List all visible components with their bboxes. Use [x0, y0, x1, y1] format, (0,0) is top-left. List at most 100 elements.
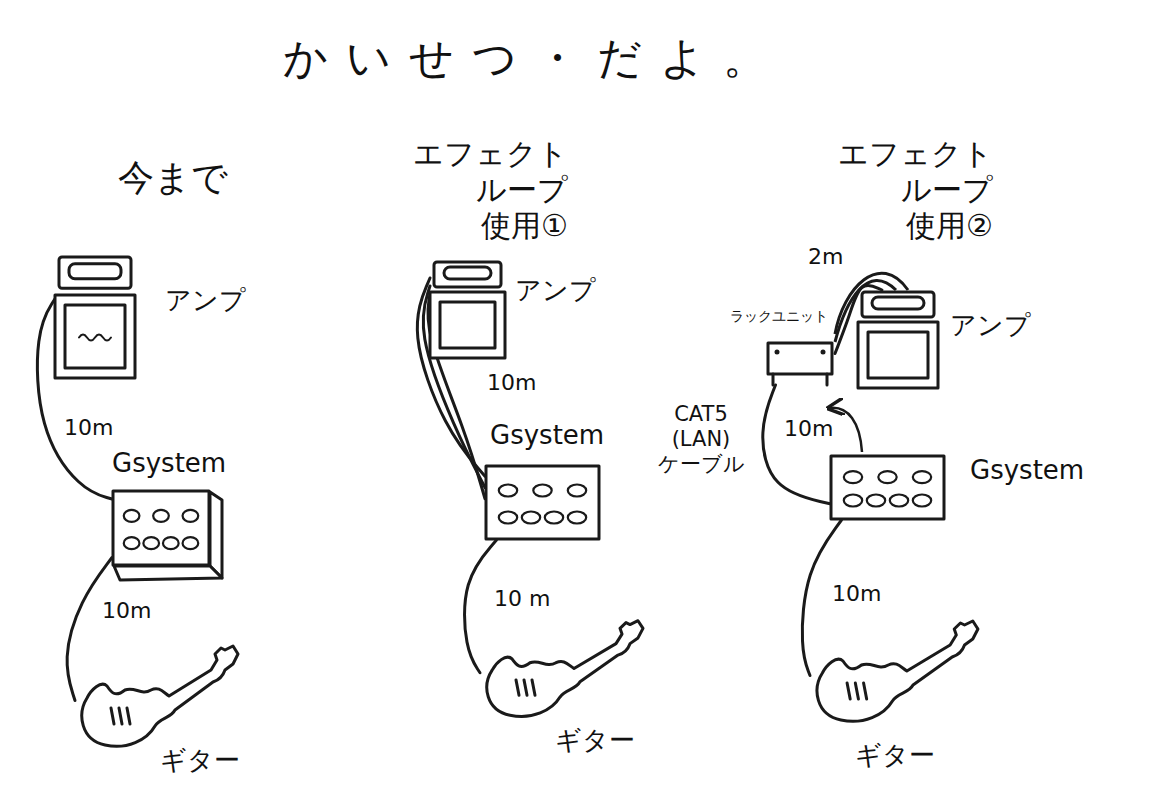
guitar-pickup: [127, 708, 130, 724]
guitar-pickup: [119, 708, 122, 724]
node-label: アンプ: [515, 275, 596, 306]
amp-drawing: アンプ: [430, 260, 505, 360]
footswitch: [568, 485, 586, 497]
column-heading: 今まで: [118, 156, 228, 199]
amp-grille: [868, 332, 928, 378]
amp-cabinet: [55, 295, 135, 378]
guitar-pickup: [111, 708, 114, 724]
rack-screw: [821, 350, 826, 355]
guitar-body: [82, 646, 238, 746]
amp-drawing: アンプ: [55, 255, 135, 380]
node-label: アンプ: [165, 285, 246, 316]
node-label: Gsystem: [970, 455, 1084, 486]
node-label: ギター: [555, 725, 635, 756]
footswitch: [124, 537, 140, 549]
column-heading: エフェクト ループ 使用①: [400, 136, 568, 244]
shape-outline: [485, 465, 600, 540]
guitar-drawing: ギター: [480, 615, 645, 720]
rack-leg: [772, 374, 775, 385]
shape-outline: [112, 490, 222, 580]
footswitch: [545, 512, 563, 524]
amp-panel: [444, 267, 491, 279]
footswitch: [913, 495, 931, 507]
rack-unit: ラックユニット: [765, 340, 835, 385]
cable: [763, 385, 830, 504]
guitar-drawing: ギター: [810, 615, 980, 725]
footswitch: [124, 510, 140, 522]
guitar-body: [817, 621, 978, 721]
guitar-outline: [487, 621, 643, 717]
shape-outline: [858, 290, 938, 390]
footswitch: [153, 510, 169, 522]
shape-outline: [430, 260, 505, 360]
shape-outline: [75, 640, 240, 750]
cable-length: 2m: [806, 244, 845, 270]
amp-cabinet: [858, 322, 938, 388]
effects-unit: Gsystem: [830, 455, 945, 520]
guitar-outline: [817, 621, 978, 721]
node-label: ラックユニット: [730, 308, 828, 325]
shape-outline: [480, 615, 645, 720]
amp-head: [434, 262, 501, 287]
title: かいせつ・だよ。: [283, 32, 785, 85]
footswitch: [533, 485, 551, 497]
shape-outline: [810, 615, 980, 725]
cable-length: 10 m: [492, 586, 552, 612]
footswitch: [522, 512, 540, 524]
amp-head: [59, 257, 131, 288]
node-label: Gsystem: [490, 420, 604, 451]
shape-outline: [830, 455, 945, 520]
amp-panel: [69, 264, 121, 279]
amp-scribble: [79, 335, 111, 341]
amp-drawing: アンプ: [858, 290, 938, 390]
amp-cabinet: [430, 292, 505, 358]
guitar-body: [487, 621, 643, 717]
node-label: アンプ: [950, 310, 1031, 341]
amp-grille: [65, 305, 125, 368]
shape-outline: [765, 340, 835, 385]
guitar-pickup: [847, 683, 850, 699]
unit-base: [114, 566, 222, 580]
unit-front: [486, 466, 599, 539]
rack-body: [768, 343, 832, 374]
guitar-pickup: [864, 683, 867, 699]
unit-front: [831, 456, 944, 519]
guitar-drawing: ギター: [75, 640, 240, 750]
node-label: Gsystem: [112, 448, 226, 479]
effects-unit: Gsystem: [485, 465, 600, 540]
footswitch: [183, 537, 199, 549]
amp-panel: [872, 297, 924, 309]
cable-length: 10m: [62, 415, 115, 441]
column-heading: エフェクト ループ 使用②: [825, 136, 993, 244]
guitar-pickup: [516, 680, 519, 695]
rack-leg: [826, 374, 829, 385]
footswitch: [878, 471, 896, 483]
cable-note: CAT5 (LAN) ケーブル: [655, 402, 747, 478]
unit-side: [210, 492, 222, 578]
footswitch: [143, 537, 159, 549]
rack-screw: [775, 350, 780, 355]
footswitch: [568, 512, 586, 524]
amp-grille: [440, 302, 495, 348]
cable-length: 10m: [100, 598, 153, 624]
cable-length: 10m: [485, 370, 538, 396]
footswitch: [844, 495, 862, 507]
amp-head: [862, 292, 934, 317]
footswitch: [183, 510, 199, 522]
node-label: ギター: [160, 745, 240, 776]
footswitch: [890, 495, 908, 507]
cable-length: 10m: [830, 581, 883, 607]
footswitch: [867, 495, 885, 507]
cable-length: 10m: [782, 416, 835, 442]
cable: [67, 558, 112, 701]
guitar-outline: [82, 646, 238, 746]
footswitch: [913, 471, 931, 483]
node-label: ギター: [855, 740, 935, 771]
guitar-pickup: [524, 680, 527, 695]
effects-unit: Gsystem: [112, 490, 222, 580]
footswitch: [499, 485, 517, 497]
footswitch: [499, 512, 517, 524]
footswitch: [163, 537, 179, 549]
guitar-pickup: [532, 680, 535, 695]
guitar-pickup: [855, 683, 858, 699]
